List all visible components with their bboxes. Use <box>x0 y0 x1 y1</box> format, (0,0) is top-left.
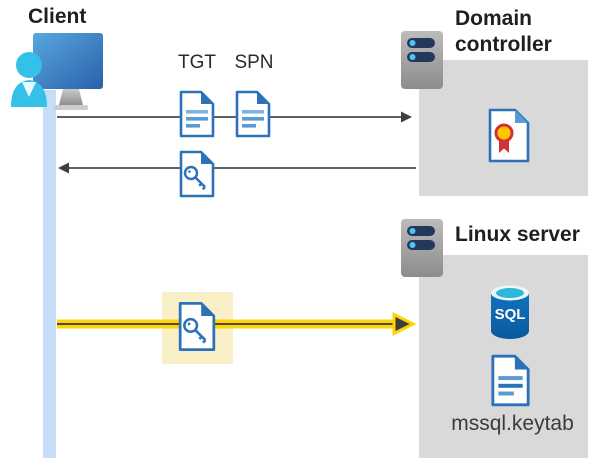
certificate-icon <box>488 108 530 163</box>
linux-server-icon <box>401 219 443 277</box>
highlighted-key-file-icon <box>178 301 216 352</box>
domain-controller-server-icon <box>401 31 443 89</box>
spn-document-icon <box>235 90 271 138</box>
client-title: Client <box>28 5 87 28</box>
spn-label: SPN <box>234 52 274 73</box>
domain-controller-title: Domain controller <box>455 7 552 56</box>
client-lifeline-bar <box>43 90 56 458</box>
tgt-document-icon <box>179 90 215 138</box>
sql-badge-text: SQL <box>495 306 526 323</box>
key-file-icon <box>179 150 215 198</box>
tgt-spn-request-arrow <box>57 111 412 123</box>
ticket-response-arrow <box>58 162 416 174</box>
tgt-label: TGT <box>178 52 216 73</box>
keytab-filename-label: mssql.keytab <box>451 412 574 435</box>
keytab-document-icon <box>491 354 530 407</box>
linux-server-title: Linux server <box>455 223 580 246</box>
client-workstation-icon <box>11 33 103 110</box>
service-ticket-arrow <box>57 312 417 336</box>
sql-database-icon: SQL <box>491 285 529 339</box>
